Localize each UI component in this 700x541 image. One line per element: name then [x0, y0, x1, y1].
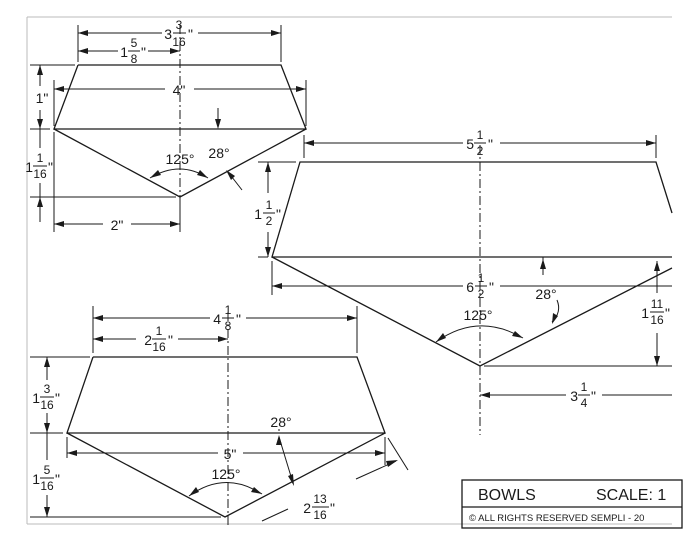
- svg-text:4: 4: [213, 311, 221, 327]
- svg-text:1: 1: [478, 271, 485, 285]
- bowl-2-rim-outline: [271, 161, 673, 258]
- svg-text:16: 16: [40, 479, 54, 493]
- bowl-1-top-width-label: 3 3 16 ": [164, 18, 193, 49]
- svg-text:8: 8: [225, 319, 232, 333]
- bowl-3-drawing: 4 1 8 " 2 1 16 " 1 3 16 ": [30, 303, 409, 525]
- svg-text:5: 5: [466, 136, 474, 152]
- bowl-3-half-top-label: 2 1 16 ": [144, 324, 173, 354]
- svg-text:": ": [141, 44, 146, 60]
- svg-text:1: 1: [477, 128, 484, 142]
- svg-text:16: 16: [40, 398, 54, 412]
- svg-text:": ": [55, 471, 60, 487]
- svg-text:": ": [55, 390, 60, 406]
- bowl-1-wall-angle-label: 28°: [208, 145, 229, 161]
- bowl-2-included-angle-label: 125°: [464, 307, 493, 323]
- bowl-2-depth-label: 1 11 16 ": [641, 297, 670, 327]
- bowl-2-half-rim-label: 3 1 4 ": [570, 380, 596, 410]
- svg-text:2: 2: [477, 144, 484, 158]
- svg-text:": ": [330, 500, 335, 516]
- svg-text:1: 1: [32, 471, 40, 487]
- svg-text:": ": [188, 26, 193, 42]
- bowl-3-bottom-outline: [66, 432, 386, 518]
- drawing-title: BOWLS: [478, 487, 536, 504]
- svg-text:3: 3: [44, 382, 51, 396]
- bowl-3-wall-angle-label: 28°: [270, 414, 291, 430]
- svg-text:4: 4: [581, 396, 588, 410]
- bowl-1-half-rim-label: 2": [111, 217, 124, 233]
- svg-text:1: 1: [581, 380, 588, 394]
- bowl-2-rim-width-label: 6 1 2 ": [466, 271, 494, 301]
- svg-text:1: 1: [266, 198, 273, 212]
- bowl-1-included-angle-label: 125°: [166, 151, 195, 167]
- drawing-scale: SCALE: 1: [596, 487, 666, 504]
- svg-text:": ": [489, 279, 494, 295]
- svg-text:1: 1: [254, 206, 262, 222]
- bowl-3-included-angle-label: 125°: [212, 466, 241, 482]
- bowl-3-depth-label: 1 5 16 ": [32, 463, 60, 493]
- bowl-3-rim-height-label: 1 3 16 ": [32, 382, 60, 412]
- svg-text:16: 16: [313, 508, 327, 522]
- title-block-frame: [461, 479, 683, 529]
- bowl-2-wall-angle-label: 28°: [535, 286, 556, 302]
- svg-text:3: 3: [570, 388, 578, 404]
- svg-text:16: 16: [650, 313, 664, 327]
- svg-text:": ": [48, 159, 53, 175]
- bowl-1-half-top-label: 1 5 8 ": [120, 36, 146, 66]
- svg-text:": ": [236, 311, 241, 327]
- svg-text:": ": [488, 136, 493, 152]
- bowl-3-top-width-label: 4 1 8 ": [213, 303, 241, 333]
- svg-text:3: 3: [176, 18, 183, 32]
- svg-text:5: 5: [44, 463, 51, 477]
- svg-text:16: 16: [152, 340, 166, 354]
- svg-text:2: 2: [303, 500, 311, 516]
- svg-text:1: 1: [32, 390, 40, 406]
- svg-text:1: 1: [120, 44, 128, 60]
- svg-text:1: 1: [641, 305, 649, 321]
- svg-text:": ": [665, 305, 670, 321]
- svg-text:16: 16: [33, 167, 47, 181]
- bowl-1-rim-width-label: 4": [173, 82, 186, 98]
- svg-text:13: 13: [313, 492, 327, 506]
- copyright-notice: © ALL RIGHTS RESERVED SEMPLI - 20: [469, 513, 644, 524]
- title-block: BOWLS SCALE: 1 © ALL RIGHTS RESERVED SEM…: [461, 479, 683, 529]
- svg-text:6: 6: [466, 279, 474, 295]
- bowl-3-angle-arc: [188, 482, 263, 497]
- svg-text:11: 11: [651, 297, 664, 311]
- svg-text:5: 5: [131, 36, 138, 50]
- bowl-3-dim-line: [261, 508, 289, 522]
- bowl-3-rim-outline: [66, 356, 386, 434]
- bowl-1-depth-label: 1 1 16 ": [25, 151, 53, 181]
- svg-text:": ": [276, 206, 281, 222]
- svg-text:2: 2: [478, 287, 485, 301]
- bowl-1-rim-height-label: 1": [36, 90, 49, 106]
- svg-text:1: 1: [156, 324, 163, 338]
- bowl-2-top-width-label: 5 1 2 ": [466, 128, 493, 158]
- svg-text:1: 1: [37, 151, 44, 165]
- svg-text:2: 2: [144, 332, 152, 348]
- bowl-3-slant-label: 2 13 16 ": [303, 492, 335, 522]
- svg-text:16: 16: [172, 35, 186, 49]
- svg-text:2: 2: [266, 214, 273, 228]
- svg-text:1: 1: [25, 159, 33, 175]
- bowl-3-rim-width-label: 5": [224, 446, 237, 462]
- bowl-3-ext: [387, 437, 409, 471]
- svg-text:3: 3: [164, 26, 172, 42]
- svg-text:": ": [168, 332, 173, 348]
- svg-text:": ": [591, 388, 596, 404]
- bowl-2-rim-height-label: 1 1 2 ": [254, 198, 281, 228]
- bowl-2-drawing: 5 1 2 " 1 1 2 " 6 1 2 ": [254, 128, 673, 435]
- bowl-1-drawing: 3 3 16 " 1 5 8 " 4" 1": [25, 18, 307, 233]
- svg-text:8: 8: [131, 52, 138, 66]
- svg-text:1: 1: [225, 303, 232, 317]
